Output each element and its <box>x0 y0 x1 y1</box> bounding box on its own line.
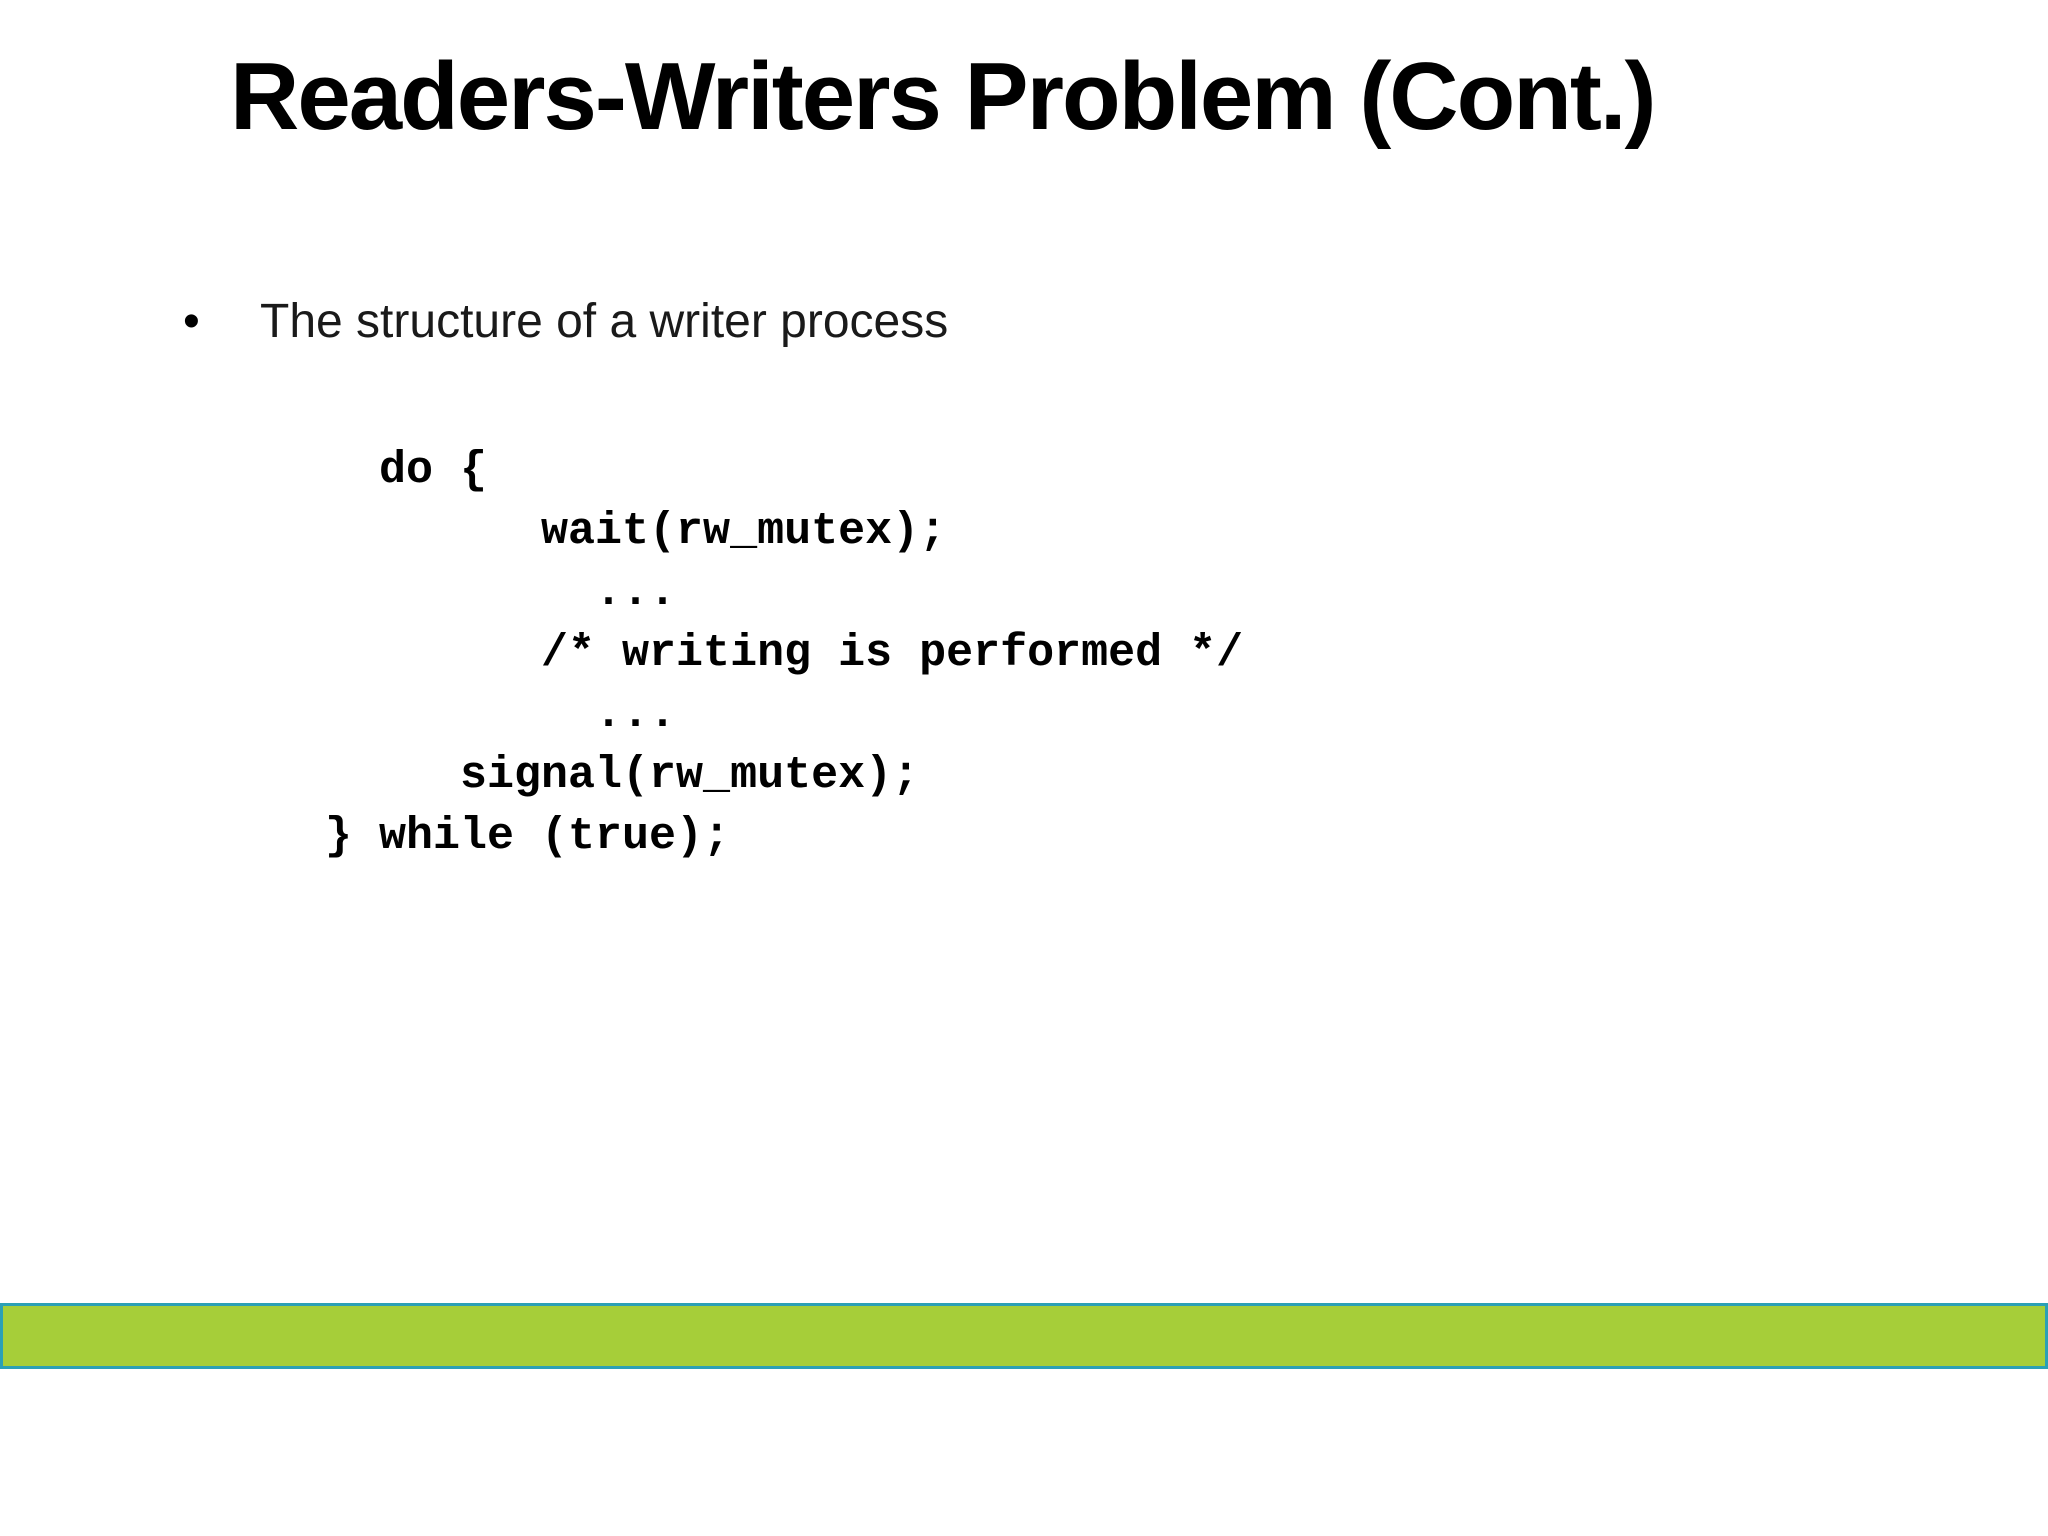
bullet-item: • The structure of a writer process <box>183 298 948 346</box>
code-line-ellipsis-2: ... <box>325 689 677 740</box>
code-line-comment: /* writing is performed */ <box>325 628 1244 679</box>
footer-accent-bar <box>0 1303 2048 1369</box>
page-title: Readers-Writers Problem (Cont.) <box>230 43 1657 150</box>
code-line-while: } while (true); <box>325 811 731 862</box>
bullet-marker: • <box>183 295 200 348</box>
code-line-wait: wait(rw_mutex); <box>325 506 947 557</box>
code-line-signal: signal(rw_mutex); <box>325 750 920 801</box>
bullet-text: The structure of a writer process <box>260 295 949 348</box>
code-line-do: do { <box>325 445 488 496</box>
code-line-ellipsis-1: ... <box>325 567 677 618</box>
code-block: do { wait(rw_mutex); ... /* writing is p… <box>325 440 1243 867</box>
